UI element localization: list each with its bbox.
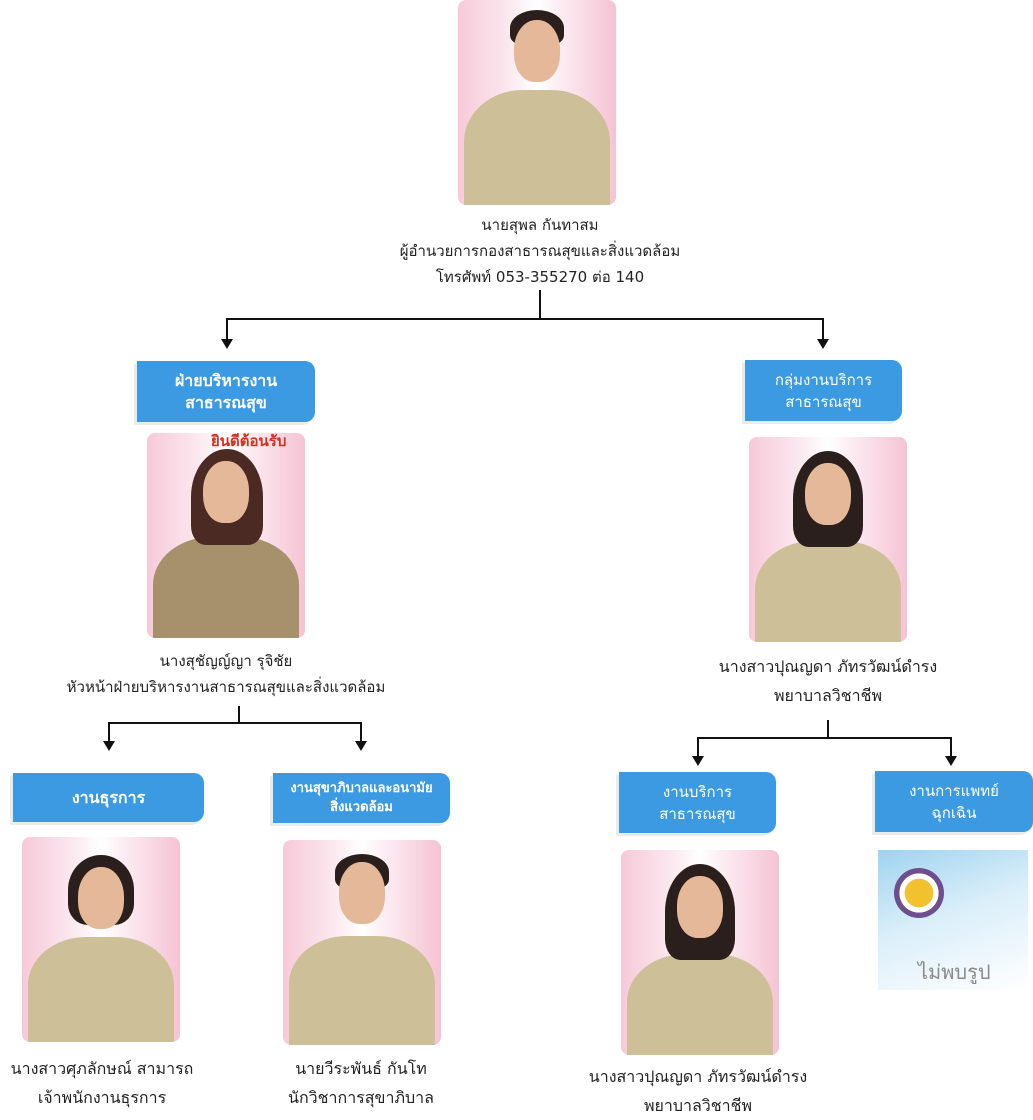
public-health-service-caption: นางสาวปุณญดา ภัทรวัฒน์ดำรง พยาบาลวิชาชีพ <box>560 1062 836 1120</box>
welcome-sign: ยินดีต้อนรับ <box>211 433 287 450</box>
admin-head-caption: นางสุชัญญ์ญา รุจิชัย หัวหน้าฝ่ายบริหารงา… <box>56 648 396 700</box>
general-affairs-badge: งานธุรการ <box>13 773 204 822</box>
service-group-head-photo <box>749 437 907 642</box>
emergency-badge: งานการแพทย์ ฉุกเฉิน <box>875 771 1033 832</box>
arrow-icon <box>692 756 704 766</box>
director-phone: โทรศัพท์ 053-355270 ต่อ 140 <box>435 268 645 286</box>
service-group-caption: นางสาวปุณญดา ภัทรวัฒน์ดำรง พยาบาลวิชาชีพ <box>690 652 966 710</box>
service-group-head-title: พยาบาลวิชาชีพ <box>773 686 883 705</box>
arrow-icon <box>355 741 367 751</box>
admin-head-photo: ยินดีต้อนรับ <box>147 433 305 638</box>
public-health-service-photo <box>621 850 779 1055</box>
connector <box>108 722 110 742</box>
connector <box>950 737 952 757</box>
connector <box>822 318 824 340</box>
director-caption: นายสุพล กันทาสม ผู้อำนวยการกองสาธารณสุขแ… <box>380 212 700 290</box>
public-health-service-name: นางสาวปุณญดา ภัทรวัฒน์ดำรง <box>588 1067 808 1086</box>
director-photo <box>458 0 616 205</box>
arrow-icon <box>817 339 829 349</box>
connector <box>360 722 362 742</box>
connector <box>108 722 362 724</box>
public-health-service-badge: งานบริการ สาธารณสุข <box>619 772 776 833</box>
arrow-icon <box>221 339 233 349</box>
sanitation-caption: นายวีระพันธ์ กันโท นักวิชาการสุขาภิบาล <box>254 1054 468 1112</box>
director-title: ผู้อำนวยการกองสาธารณสุขและสิ่งแวดล้อม <box>399 242 681 260</box>
general-affairs-caption: นางสาวศุภลักษณ์ สามารถ เจ้าพนักงานธุรการ <box>0 1054 204 1112</box>
connector <box>238 706 240 723</box>
general-affairs-name: นางสาวศุภลักษณ์ สามารถ <box>10 1059 194 1078</box>
service-group-badge: กลุ่มงานบริการ สาธารณสุข <box>745 360 902 421</box>
seal-icon <box>894 868 944 918</box>
badge-line: กลุ่มงานบริการ <box>774 370 873 389</box>
badge-line: งานการแพทย์ <box>909 781 999 800</box>
public-health-service-title: พยาบาลวิชาชีพ <box>643 1096 753 1115</box>
admin-head-name: นางสุชัญญ์ญา รุจิชัย <box>159 652 293 670</box>
badge-line: สาธารณสุข <box>659 804 736 823</box>
badge-line: งานบริการ <box>662 782 733 801</box>
connector <box>827 720 829 738</box>
emergency-no-photo: ไม่พบรูป <box>878 850 1028 990</box>
admin-head-title: หัวหน้าฝ่ายบริหารงานสาธารณสุขและสิ่งแวดล… <box>66 678 386 696</box>
director-name: นายสุพล กันทาสม <box>481 216 599 234</box>
connector <box>697 737 699 757</box>
badge-line: งานสุขาภิบาลและอนามัย <box>290 781 433 796</box>
sanitation-photo <box>283 840 441 1045</box>
badge-line: ฝ่ายบริหารงาน <box>174 370 278 390</box>
connector <box>539 290 541 319</box>
sanitation-badge: งานสุขาภิบาลและอนามัย สิ่งแวดล้อม <box>273 773 450 823</box>
general-affairs-photo <box>22 837 180 1042</box>
admin-division-badge: ฝ่ายบริหารงาน สาธารณสุข <box>137 361 315 422</box>
badge-line: สิ่งแวดล้อม <box>330 800 393 815</box>
arrow-icon <box>945 756 957 766</box>
sanitation-title: นักวิชาการสุขาภิบาล <box>288 1088 434 1107</box>
general-affairs-title: เจ้าพนักงานธุรการ <box>37 1088 167 1107</box>
badge-line: งานธุรการ <box>71 787 146 807</box>
service-group-head-name: นางสาวปุณญดา ภัทรวัฒน์ดำรง <box>718 657 938 676</box>
no-photo-text: ไม่พบรูป <box>918 960 991 984</box>
badge-line: สาธารณสุข <box>185 392 267 412</box>
badge-line: สาธารณสุข <box>785 392 862 411</box>
connector <box>697 737 952 739</box>
badge-line: ฉุกเฉิน <box>931 803 977 822</box>
connector <box>226 318 824 320</box>
connector <box>226 318 228 340</box>
sanitation-name: นายวีระพันธ์ กันโท <box>295 1059 427 1078</box>
arrow-icon <box>103 741 115 751</box>
